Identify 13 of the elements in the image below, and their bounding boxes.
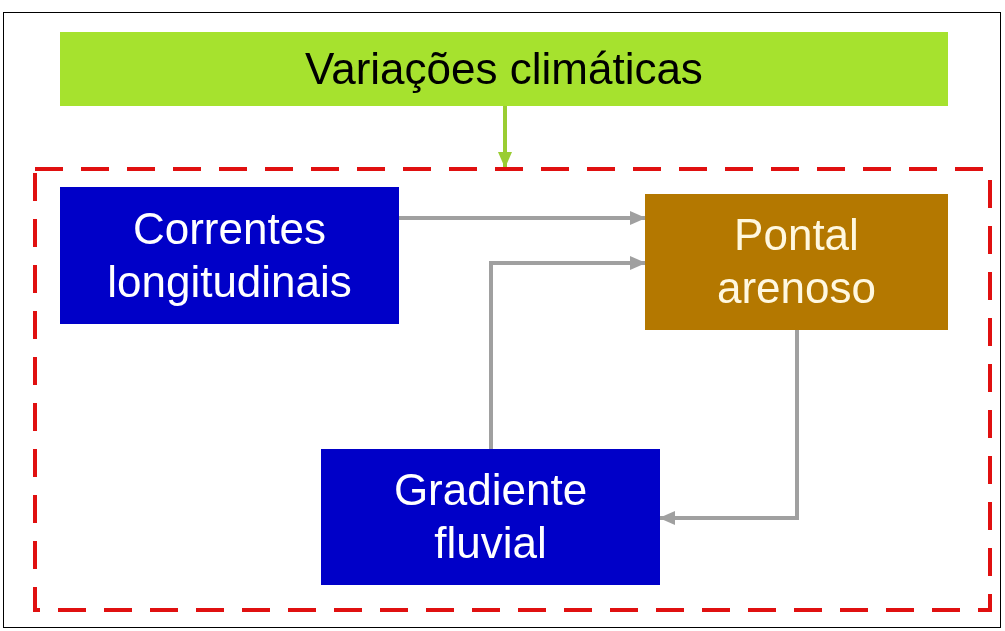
arrow <box>659 330 799 525</box>
box-label: Variações climáticas <box>304 42 704 95</box>
process-box <box>645 194 948 330</box>
process-box <box>60 187 399 324</box>
box-label: Pontal arenoso <box>716 209 877 314</box>
title-band <box>60 32 948 106</box>
arrow <box>399 211 646 225</box>
box-label: Correntes longitudinais <box>106 202 353 308</box>
arrow <box>489 256 646 449</box>
arrow <box>498 106 512 168</box>
process-box <box>321 449 660 585</box>
dashed-group-frame <box>33 167 992 612</box>
box-label: Gradiente fluvial <box>392 464 589 569</box>
